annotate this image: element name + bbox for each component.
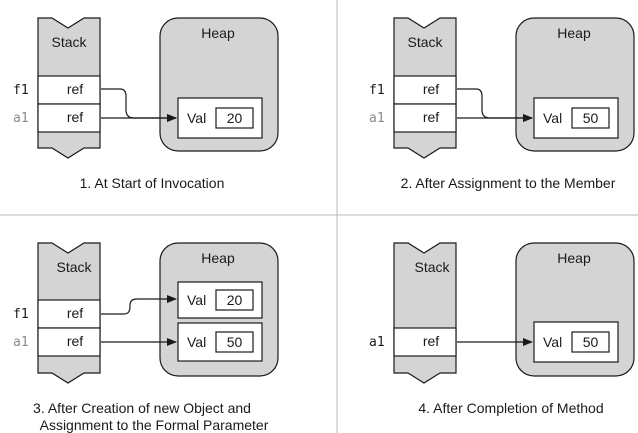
variable-name-f1: f1 <box>13 83 29 98</box>
panel-caption: 4. After Completion of Method <box>418 400 603 416</box>
stack-title: Stack <box>414 259 450 275</box>
stack-row-ref: ref <box>423 333 439 349</box>
object-value-box <box>215 331 254 353</box>
stack-row <box>37 103 101 133</box>
object-value-box <box>571 331 610 353</box>
heap-title: Heap <box>557 25 591 41</box>
stack-title: Stack <box>407 34 443 50</box>
object-field-label: Val <box>543 334 562 350</box>
stack-row-ref: ref <box>423 109 439 125</box>
panel-1: Heap Val 20 Stack ref ref f1 a1 1. At St… <box>13 17 279 191</box>
object-value: 50 <box>583 110 599 126</box>
panel-3: Heap Val 20 Val 50 Stack ref ref f1 a1 3… <box>13 242 279 433</box>
heap-title: Heap <box>201 250 235 266</box>
stack-title: Stack <box>51 34 87 50</box>
variable-name-f1: f1 <box>369 83 385 98</box>
stack-row <box>393 75 457 105</box>
stack-row-ref: ref <box>67 333 83 349</box>
object-field-label: Val <box>187 110 206 126</box>
panel-4: Heap Val 50 Stack ref a1 4. After Comple… <box>369 242 635 416</box>
variable-name-a1: a1 <box>369 335 385 350</box>
stack-title: Stack <box>56 259 92 275</box>
heap-title: Heap <box>201 25 235 41</box>
object-field-label: Val <box>187 292 206 308</box>
object-value-box <box>571 107 610 129</box>
panel-2: Heap Val 50 Stack ref ref f1 a1 2. After… <box>369 17 635 191</box>
stack-row-ref: ref <box>67 109 83 125</box>
panel-caption-line-2: Assignment to the Formal Parameter <box>40 417 269 433</box>
stack-row <box>37 327 101 357</box>
variable-name-a1: a1 <box>369 111 385 126</box>
stack-row <box>37 299 101 329</box>
stack-row-ref: ref <box>67 305 83 321</box>
object-value: 50 <box>583 334 599 350</box>
variable-name-a1: a1 <box>13 335 29 350</box>
variable-name-a1: a1 <box>13 111 29 126</box>
stack-row <box>393 327 457 357</box>
stack-row-ref: ref <box>67 81 83 97</box>
stack-row <box>393 103 457 133</box>
object-value-box <box>215 289 254 311</box>
object-field-label: Val <box>187 334 206 350</box>
object-value: 50 <box>227 334 243 350</box>
reference-arrow-f1 <box>101 295 177 315</box>
object-value-box <box>215 107 254 129</box>
panel-caption: 2. After Assignment to the Member <box>401 175 616 191</box>
object-value: 20 <box>227 292 243 308</box>
variable-name-f1: f1 <box>13 307 29 322</box>
panel-caption-line-1: 3. After Creation of new Object and <box>33 400 251 416</box>
object-value: 20 <box>227 110 243 126</box>
stack-row-ref: ref <box>423 81 439 97</box>
object-field-label: Val <box>543 110 562 126</box>
heap-title: Heap <box>557 250 591 266</box>
panel-caption: 1. At Start of Invocation <box>80 175 225 191</box>
